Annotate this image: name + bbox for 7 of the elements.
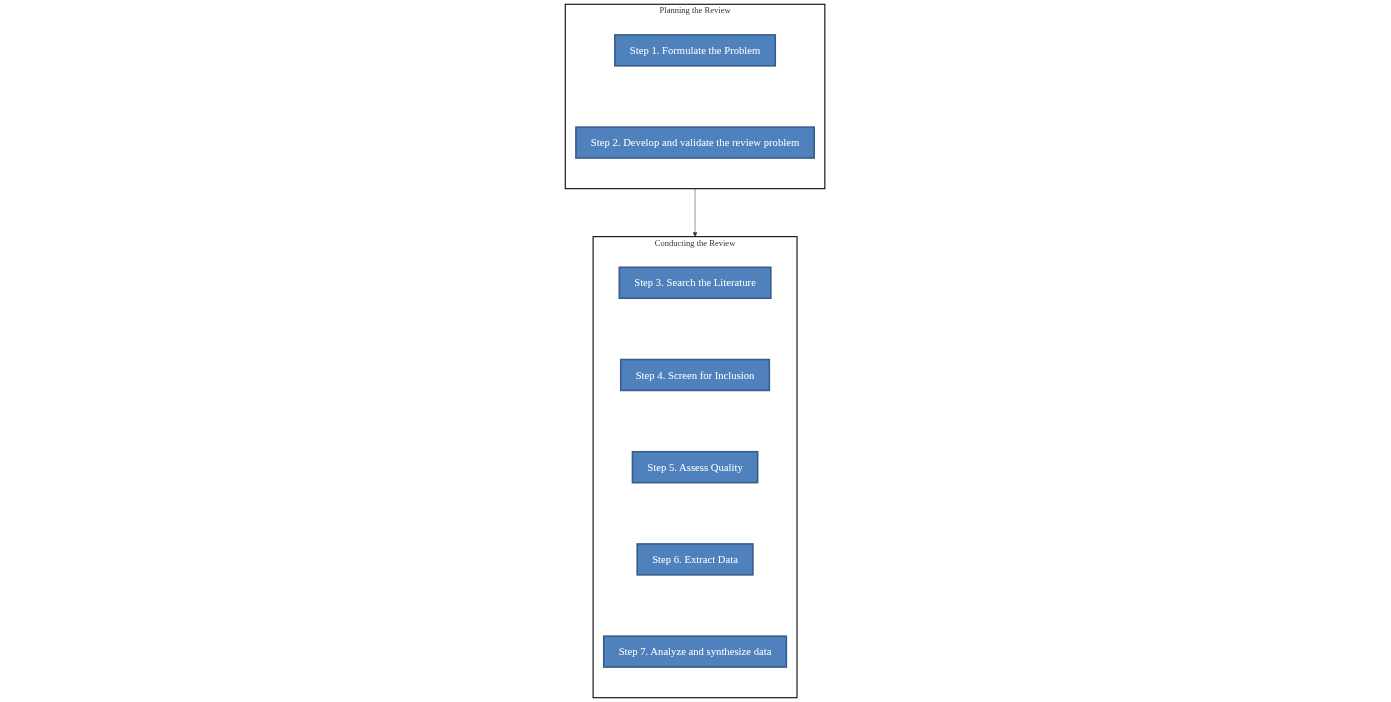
node-box: Step 5. Assess Quality xyxy=(632,450,759,484)
node-box: Step 6. Extract Data xyxy=(636,543,755,576)
node-box: Step 3. Search the Literature xyxy=(618,266,773,300)
node-box: Step 7. Analyze and synthesize data xyxy=(603,635,788,668)
node-box: Step 4. Screen for Inclusion xyxy=(620,358,771,392)
node-box: Step 1. Formulate the Problem xyxy=(614,34,777,67)
node-box: Step 2. Develop and validate the review problem xyxy=(575,126,816,159)
